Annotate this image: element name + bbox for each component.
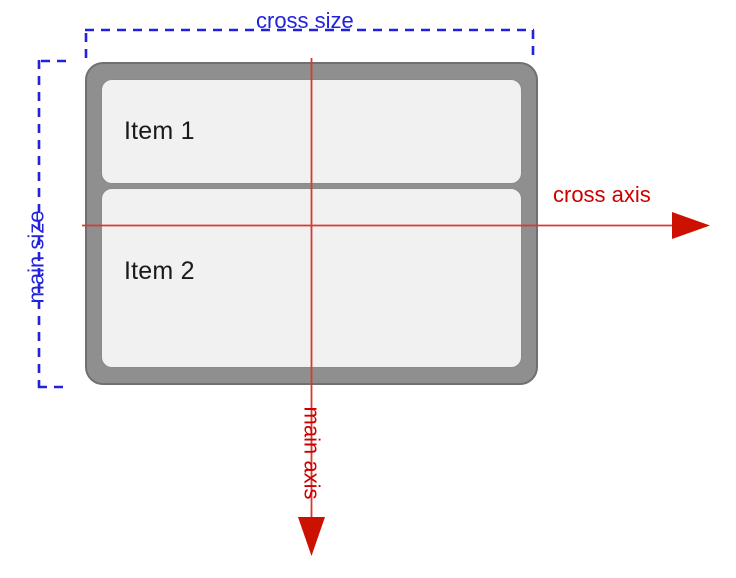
cross-axis-arrowhead-icon	[672, 212, 710, 239]
main-axis-label: main axis	[299, 406, 325, 500]
flex-item-2-label: Item 2	[124, 257, 195, 285]
cross-size-label: cross size	[256, 8, 354, 33]
main-axis-arrowhead-icon	[298, 517, 325, 556]
cross-axis-label: cross axis	[553, 182, 651, 207]
flex-item-1-label: Item 1	[124, 117, 195, 145]
main-size-label: main size	[23, 210, 49, 304]
